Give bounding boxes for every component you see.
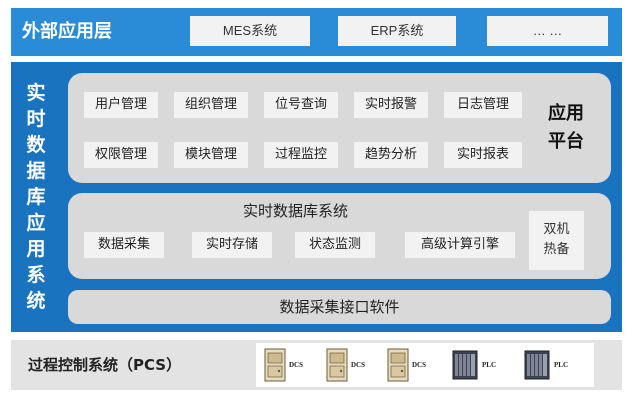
module-module-management: 模块管理	[174, 142, 248, 168]
module-process-monitoring: 过程监控	[264, 142, 338, 168]
device-label: DCS	[412, 361, 427, 369]
plc-icon	[452, 350, 478, 380]
module-realtime-storage: 实时存储	[192, 232, 272, 258]
rtdb-system-title: 实时数据库系统	[242, 202, 348, 220]
module-realtime-alarm: 实时报警	[354, 92, 428, 118]
plc-icon	[524, 350, 550, 380]
app-platform-label: 应用 平台	[548, 103, 584, 152]
module-log-management: 日志管理	[444, 92, 522, 118]
mes-system-box: MES系统	[190, 16, 310, 46]
device-label: DCS	[289, 361, 304, 369]
device-label: PLC	[554, 361, 568, 369]
dcs-icon	[264, 348, 286, 382]
interface-software-label: 数据采集接口软件	[279, 298, 400, 316]
dual-hot-standby-box: 双机 热备	[529, 211, 584, 270]
module-status-monitoring: 状态监测	[295, 232, 375, 258]
rtdb-application-title: 实 时 数 据 库 应 用 系 统	[26, 82, 46, 312]
module-tag-query: 位号查询	[264, 92, 338, 118]
device-label: DCS	[351, 361, 366, 369]
module-user-management: 用户管理	[84, 92, 158, 118]
module-permission-management: 权限管理	[84, 142, 158, 168]
module-realtime-report: 实时报表	[444, 142, 522, 168]
device-label: PLC	[482, 361, 496, 369]
dcs-device: DCS	[387, 347, 439, 383]
dcs-icon	[387, 348, 409, 382]
plc-device: PLC	[524, 347, 584, 383]
external-layer-title: 外部应用层	[22, 21, 112, 42]
erp-system-box: ERP系统	[338, 16, 456, 46]
interface-software-panel	[68, 290, 611, 324]
dcs-icon	[326, 348, 348, 382]
module-data-acquisition: 数据采集	[84, 232, 164, 258]
pcs-title: 过程控制系统（PCS）	[28, 356, 182, 374]
module-org-management: 组织管理	[174, 92, 248, 118]
plc-device: PLC	[452, 347, 512, 383]
module-trend-analysis: 趋势分析	[354, 142, 428, 168]
module-advanced-compute-engine: 高级计算引擎	[405, 232, 515, 258]
more-systems-box: … …	[487, 16, 608, 46]
dcs-device: DCS	[264, 347, 316, 383]
dcs-device: DCS	[326, 347, 378, 383]
